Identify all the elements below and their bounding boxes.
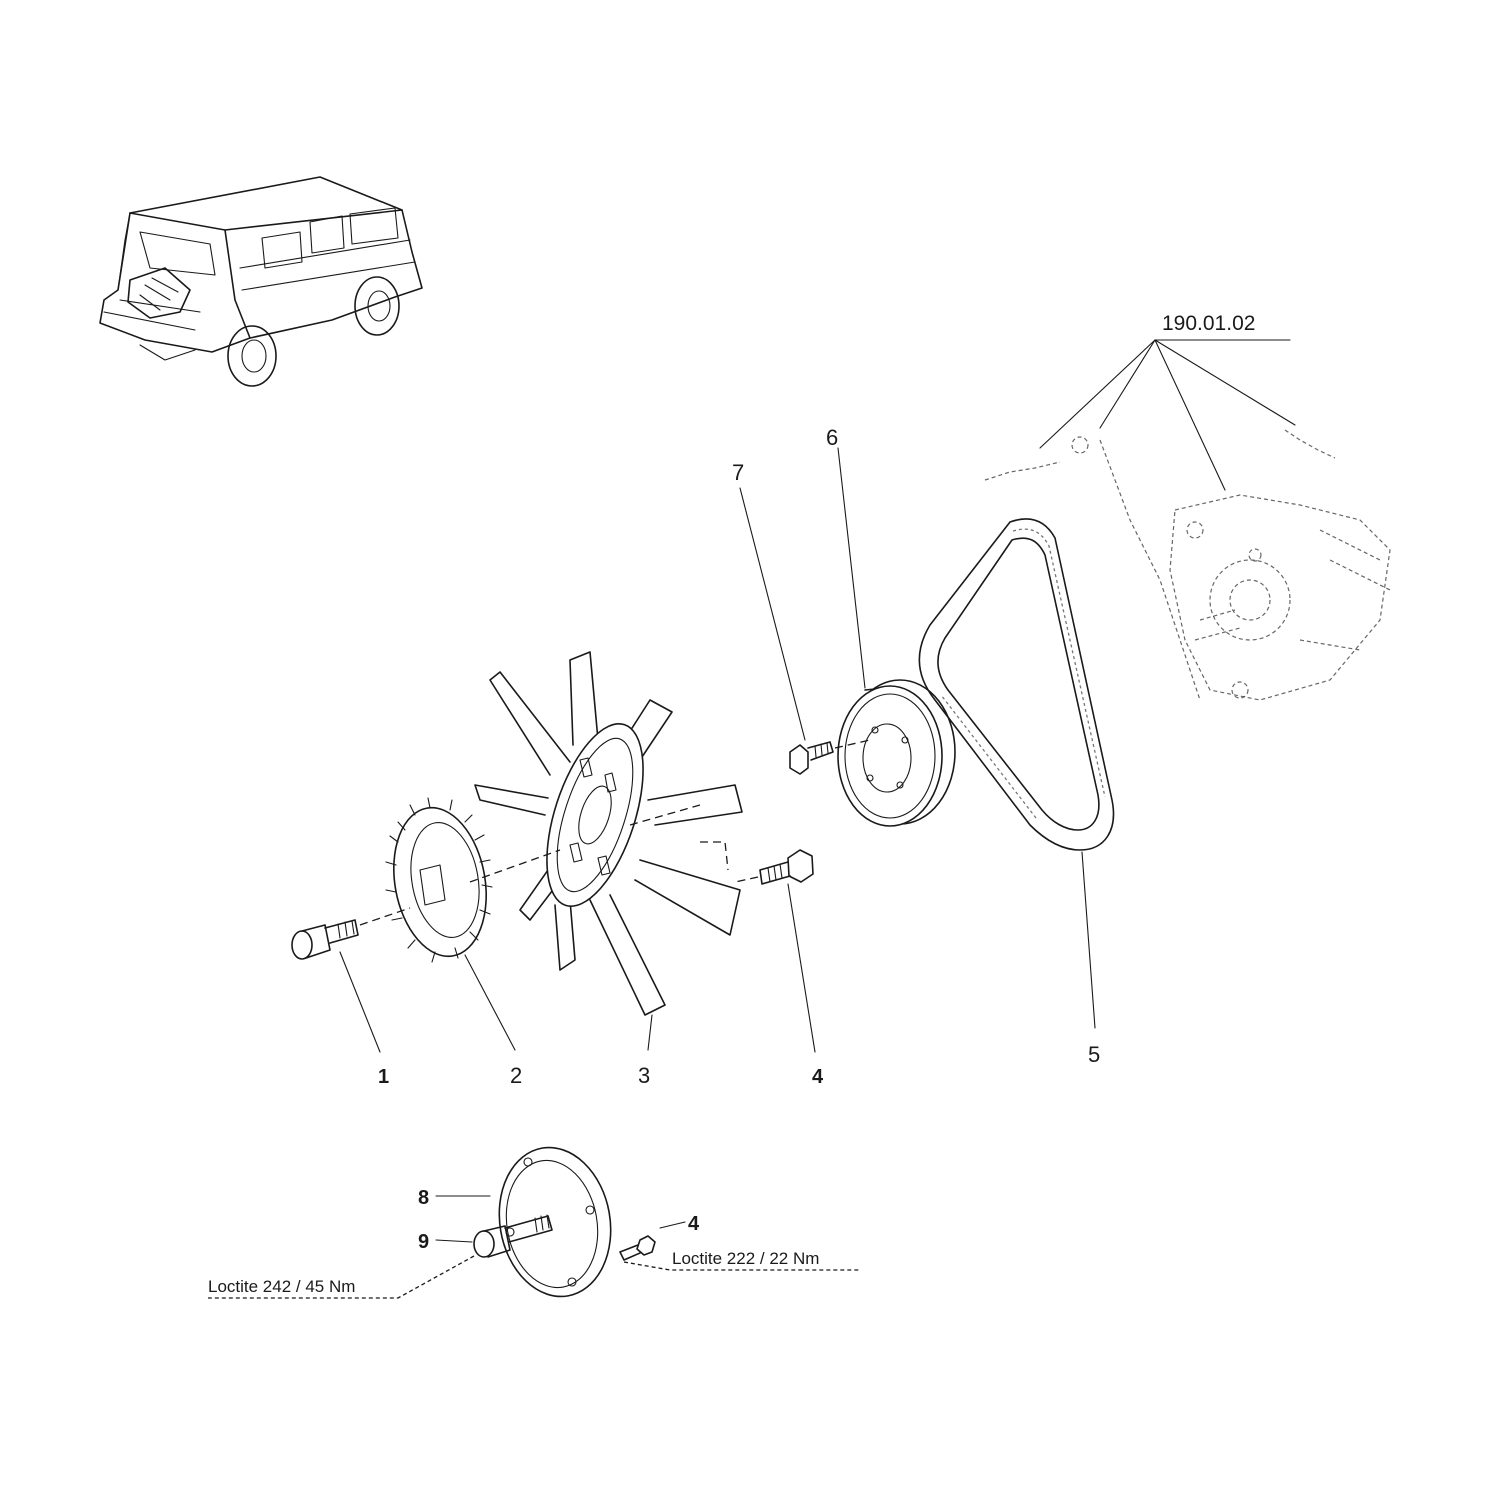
bolt-torque-note: Loctite 242 / 45 Nm [208, 1277, 355, 1296]
part-label-6: 6 [826, 425, 838, 450]
screw-torque-note: Loctite 222 / 22 Nm [672, 1249, 819, 1268]
leader-lines [339, 447, 1096, 1053]
reference-number: 190.01.02 [1162, 312, 1255, 335]
part-label-2: 2 [510, 1063, 522, 1088]
detail-leader-lines [208, 1195, 860, 1299]
part-label-3: 3 [638, 1063, 650, 1088]
water-pump-reference-drawing [984, 429, 1391, 701]
pulley-bolt [789, 739, 871, 775]
fan-coupling [385, 797, 493, 963]
vehicle-thumbnail [99, 176, 423, 387]
reference-group-callout: 190.01.02 [1039, 312, 1296, 491]
part-label-7: 7 [732, 460, 744, 485]
cooling-fan [474, 651, 743, 1016]
part-label-4-detail: 4 [688, 1213, 700, 1235]
pulley [837, 679, 956, 827]
part-label-8: 8 [418, 1187, 429, 1209]
part-label-4: 4 [812, 1066, 824, 1088]
part-label-1: 1 [378, 1066, 389, 1088]
v-belt [918, 518, 1115, 851]
part-label-9: 9 [418, 1231, 429, 1253]
part-label-5: 5 [1088, 1042, 1100, 1067]
coupling-bolt [291, 804, 701, 960]
flange-detail [473, 1146, 656, 1298]
fan-bolt [734, 849, 814, 885]
